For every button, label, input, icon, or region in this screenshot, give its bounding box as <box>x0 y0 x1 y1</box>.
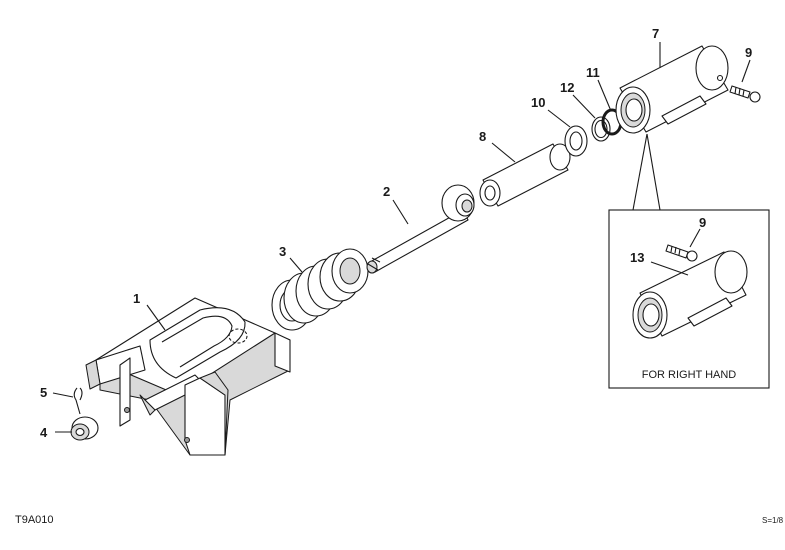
callout-4: 4 <box>40 425 48 440</box>
callout-7: 7 <box>652 26 659 41</box>
inset-caption: FOR RIGHT HAND <box>642 369 737 381</box>
callout-9-inset: 9 <box>699 215 706 230</box>
callout-8: 8 <box>479 129 486 144</box>
callout-13: 13 <box>630 250 644 265</box>
leader-lines <box>52 42 751 433</box>
callout-1: 1 <box>133 291 140 306</box>
callout-3: 3 <box>279 244 286 259</box>
callout-11: 11 <box>586 65 600 80</box>
part-12-ring <box>591 116 611 142</box>
part-7-cylinder <box>615 45 729 134</box>
callout-2: 2 <box>383 184 390 199</box>
part-1-yoke <box>85 297 291 456</box>
part-2-rod <box>366 184 475 274</box>
part-10-washer <box>564 125 588 157</box>
part-4-castle-nut <box>70 416 99 441</box>
page-ref: S=1/8 <box>762 516 784 525</box>
part-8-piston <box>479 143 571 207</box>
figure-code: T9A010 <box>15 514 54 526</box>
part-5-cotter-pin <box>73 387 83 415</box>
callout-12: 12 <box>560 80 574 95</box>
callout-10: 10 <box>531 95 545 110</box>
part-3-recoil-spring <box>271 248 369 331</box>
right-hand-inset <box>608 133 770 389</box>
part-9-grease-fitting <box>729 85 761 103</box>
callout-5: 5 <box>40 385 47 400</box>
callout-9-main: 9 <box>745 45 752 60</box>
